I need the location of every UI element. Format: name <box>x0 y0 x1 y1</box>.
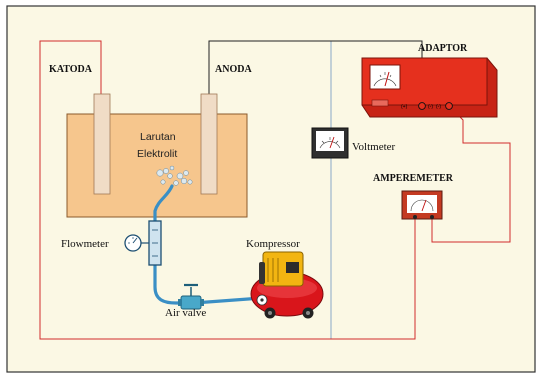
flow-meter-icon <box>124 220 162 266</box>
anode-electrode <box>200 93 218 195</box>
label-elektrolit: Elektrolit <box>137 148 177 160</box>
label-voltmeter: Voltmeter <box>352 141 396 153</box>
label-anoda: ANODA <box>215 64 252 75</box>
amperemeter-gauge-icon <box>401 190 443 220</box>
adaptor-terminal-label: (-) <box>436 104 441 110</box>
label-katoda: KATODA <box>49 64 93 75</box>
label-amperemeter: AMPEREMETER <box>373 173 454 184</box>
label-air-valve: Air valve <box>165 307 206 319</box>
label-adaptor: ADAPTOR <box>418 43 468 54</box>
adaptor-icon <box>361 57 498 118</box>
label-kompressor: Kompressor <box>246 238 300 250</box>
label-larutan: Larutan <box>140 131 176 143</box>
adaptor-ammeter-wire <box>431 105 511 243</box>
air-hose <box>153 184 264 305</box>
label-flowmeter: Flowmeter <box>61 238 109 250</box>
cathode-electrode <box>93 93 111 195</box>
bubble-icon <box>156 165 193 186</box>
adaptor-terminal-label: (+) <box>401 104 408 110</box>
valve-icon <box>178 283 204 310</box>
voltmeter-gauge-icon <box>311 127 349 159</box>
cathode-wire <box>39 40 416 340</box>
compressor-icon <box>250 251 324 319</box>
adaptor-terminal-label: (-) <box>428 104 433 110</box>
